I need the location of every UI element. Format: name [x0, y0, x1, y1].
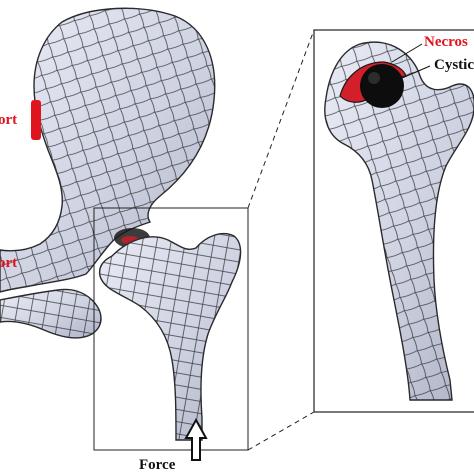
force-label: Force	[139, 457, 176, 473]
necrosis-pointer	[391, 43, 423, 63]
support-marker-upper	[31, 100, 41, 140]
zoom-leader-top	[247, 29, 315, 209]
cystic-pointer	[401, 65, 431, 79]
roi-box	[93, 207, 249, 451]
zoom-panel	[313, 29, 474, 413]
cyst-region	[360, 64, 404, 108]
support-label-upper: ort	[0, 112, 17, 128]
femur-model	[98, 232, 242, 441]
necrosis-label: Necros	[424, 34, 468, 50]
support-label-lower: ort	[0, 255, 17, 271]
cystic-label: Cystic	[434, 57, 474, 73]
pelvis-model	[0, 7, 216, 339]
zoom-leader-bottom	[247, 411, 315, 451]
up-arrow-icon	[184, 417, 208, 461]
